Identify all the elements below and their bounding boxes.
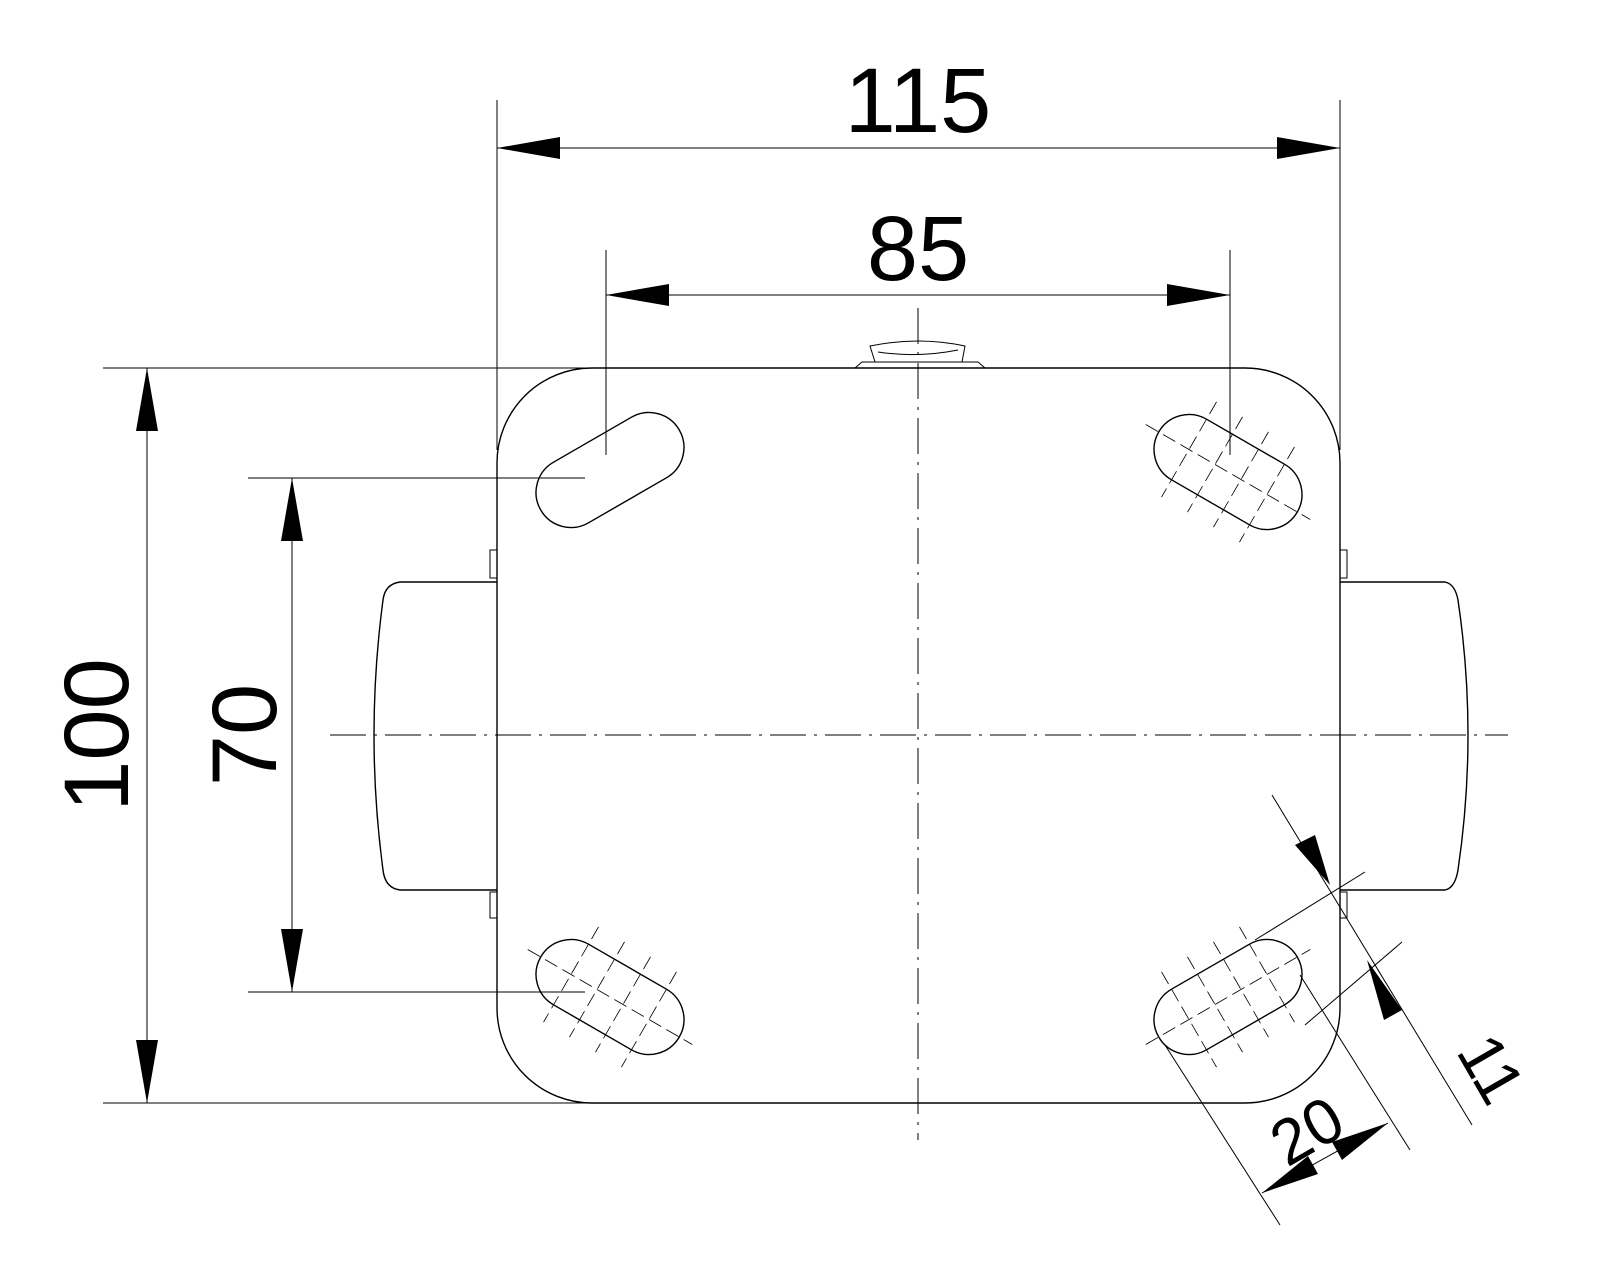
slot-bottom-right bbox=[1145, 926, 1311, 1068]
dimension-115: 115 bbox=[496, 50, 1341, 450]
dimension-85-label: 85 bbox=[867, 198, 969, 300]
dimension-11: 11 bbox=[1254, 794, 1539, 1126]
wheel-right bbox=[1340, 549, 1469, 919]
dimension-70-label: 70 bbox=[194, 684, 296, 786]
dimension-85: 85 bbox=[605, 198, 1231, 455]
dimension-100: 100 bbox=[46, 367, 590, 1104]
slot-top-left bbox=[535, 411, 685, 529]
dimension-20-label: 20 bbox=[1258, 1082, 1356, 1180]
dimension-100-label: 100 bbox=[46, 658, 148, 812]
wheel-left bbox=[373, 549, 497, 919]
slot-top-right bbox=[1145, 401, 1311, 543]
dimension-115-label: 115 bbox=[845, 50, 992, 152]
kingpin-nut bbox=[854, 340, 986, 369]
slot-bottom-left bbox=[527, 926, 693, 1068]
dimension-70: 70 bbox=[194, 477, 585, 993]
